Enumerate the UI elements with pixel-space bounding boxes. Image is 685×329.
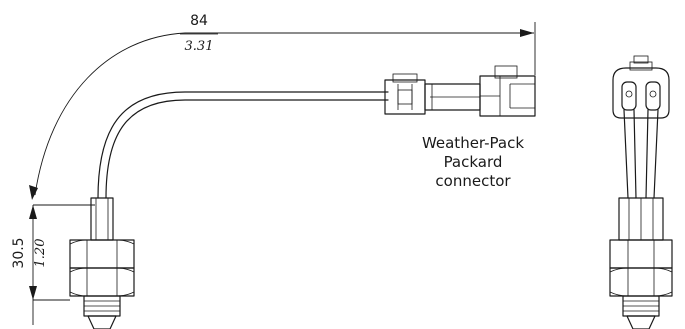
front-view xyxy=(609,55,673,329)
connector-female-top-tab xyxy=(392,73,418,83)
sensor-gland xyxy=(90,197,114,241)
arrow-down-left xyxy=(29,185,38,200)
sensor-tip xyxy=(87,315,117,329)
dimension-arc xyxy=(34,32,534,196)
arrow-up xyxy=(29,205,37,219)
front-terminal-left xyxy=(621,81,637,111)
front-terminal-right xyxy=(645,81,661,111)
connector-label: Weather-Pack Packard connector xyxy=(422,134,524,190)
dim-120-text: 1.20 xyxy=(33,239,48,268)
dim-305-text: 30.5 xyxy=(11,237,27,268)
label-line-3: connector xyxy=(435,172,511,190)
front-lower-hex xyxy=(609,267,673,297)
label-line-2: Packard xyxy=(444,153,503,171)
arrow-down xyxy=(29,286,37,300)
front-upper-hex xyxy=(609,239,673,269)
dimension-horizontal: 84 3.31 xyxy=(29,13,536,200)
dim-84-text: 84 xyxy=(190,13,208,29)
dimension-vertical: 30.5 1.20 xyxy=(11,204,95,325)
front-wire-left-inner xyxy=(633,109,637,199)
sensor-lower-hex xyxy=(69,267,135,297)
sensor-upper-hex xyxy=(69,239,135,269)
connector-male-latch xyxy=(494,65,518,79)
cable-outer xyxy=(97,91,389,199)
front-connector-latch xyxy=(629,61,653,71)
front-connector-head xyxy=(612,67,670,119)
front-wire-right-outer xyxy=(653,109,659,199)
connector-side-view xyxy=(384,65,536,117)
connector-female-body xyxy=(384,79,426,115)
arrow-right xyxy=(520,29,534,37)
front-wire-left-outer xyxy=(623,109,629,199)
sensor-side-view xyxy=(69,197,135,329)
front-tip xyxy=(626,315,656,329)
front-wire-right-inner xyxy=(645,109,649,199)
cable-inner xyxy=(105,99,389,199)
label-line-1: Weather-Pack xyxy=(422,134,524,152)
dim-331-text: 3.31 xyxy=(185,39,214,54)
cable-side-view xyxy=(97,91,389,199)
